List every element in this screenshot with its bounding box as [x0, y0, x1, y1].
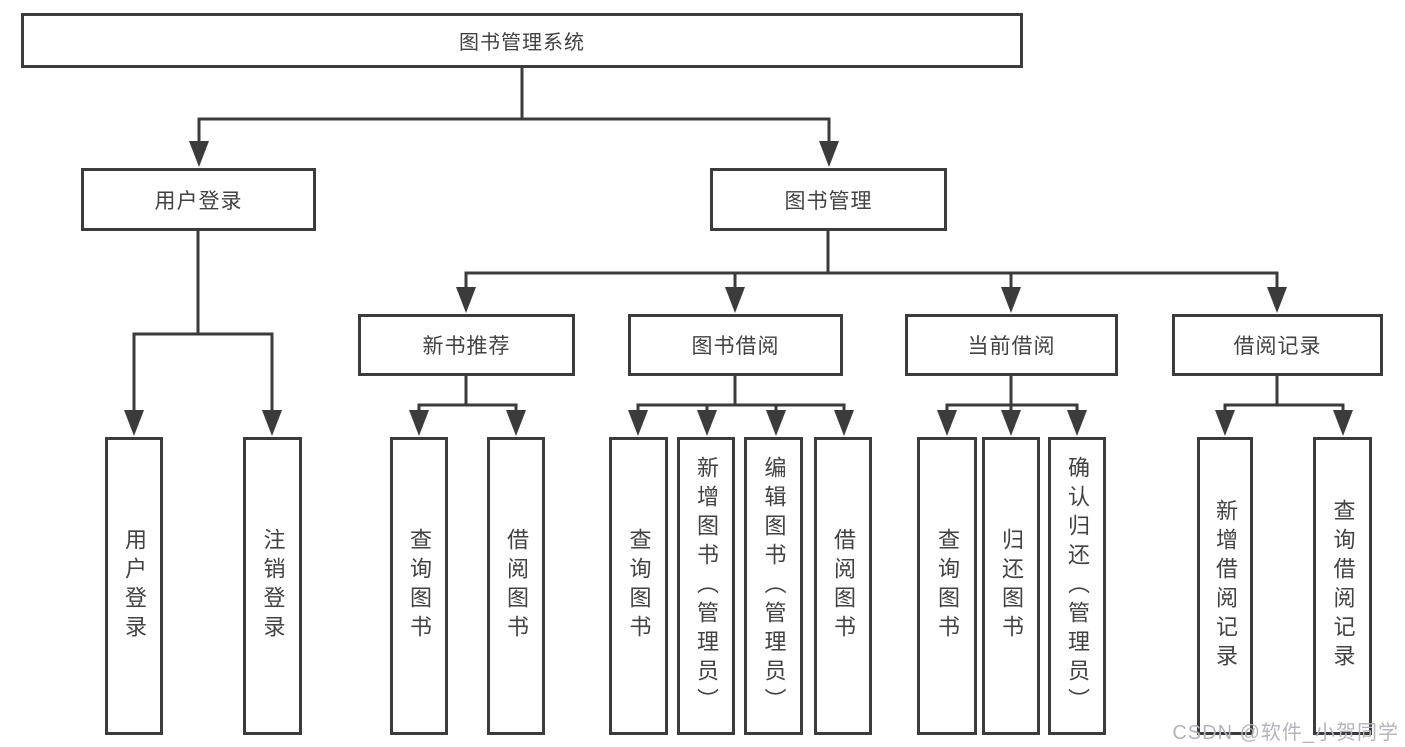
- node-leaf-borrow-books: 借阅图书: [814, 437, 872, 735]
- node-leaf-query-books-current: 查询图书: [917, 437, 977, 735]
- node-book-borrowing: 图书借阅: [628, 314, 843, 376]
- node-leaf-query-books-borrowing: 查询图书: [609, 437, 668, 735]
- node-user-login: 用户登录: [81, 168, 316, 231]
- node-current-borrowing: 当前借阅: [905, 314, 1118, 376]
- node-leaf-query-borrow-record: 查询借阅记录: [1313, 437, 1372, 735]
- csdn-watermark: CSDN @软件_小贺同学: [1172, 722, 1399, 744]
- node-leaf-user-login: 用户登录: [105, 437, 163, 735]
- node-leaf-logout: 注销登录: [243, 437, 302, 735]
- node-leaf-query-books-recommend: 查询图书: [390, 437, 448, 735]
- node-new-book-recommend: 新书推荐: [358, 314, 575, 376]
- node-library-management-system: 图书管理系统: [21, 13, 1023, 68]
- node-leaf-add-borrow-record: 新增借阅记录: [1197, 437, 1253, 735]
- node-leaf-confirm-return-admin: 确认归还（管理员）: [1048, 437, 1106, 735]
- node-book-management: 图书管理: [710, 168, 947, 231]
- node-leaf-add-books-admin: 新增图书（管理员）: [677, 437, 735, 735]
- node-leaf-edit-books-admin: 编辑图书（管理员）: [744, 437, 803, 735]
- node-leaf-return-books: 归还图书: [982, 437, 1040, 735]
- node-leaf-borrow-books-recommend: 借阅图书: [487, 437, 545, 735]
- node-borrowing-records: 借阅记录: [1172, 314, 1383, 376]
